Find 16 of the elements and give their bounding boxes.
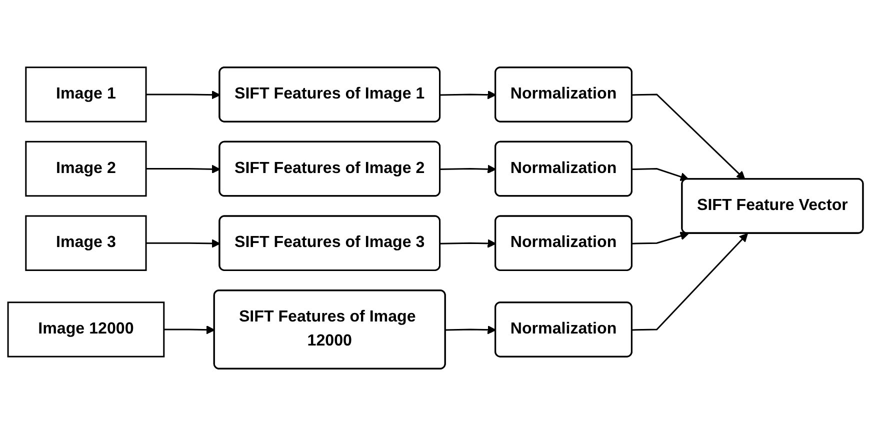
arrow <box>146 239 220 248</box>
arrow <box>632 232 689 244</box>
arrow <box>446 325 496 334</box>
arrow <box>146 90 220 100</box>
node-box: Image 3 <box>25 215 147 271</box>
arrow <box>632 168 689 182</box>
arrow <box>440 164 496 174</box>
arrow <box>146 164 220 174</box>
arrow <box>632 233 748 331</box>
arrow <box>440 90 496 100</box>
arrow <box>164 325 216 334</box>
node-box: Image 1 <box>25 66 147 122</box>
node-box: Image 12000 <box>7 302 165 358</box>
arrow <box>440 239 496 248</box>
node-box: Image 2 <box>25 140 147 197</box>
arrow <box>632 94 746 180</box>
